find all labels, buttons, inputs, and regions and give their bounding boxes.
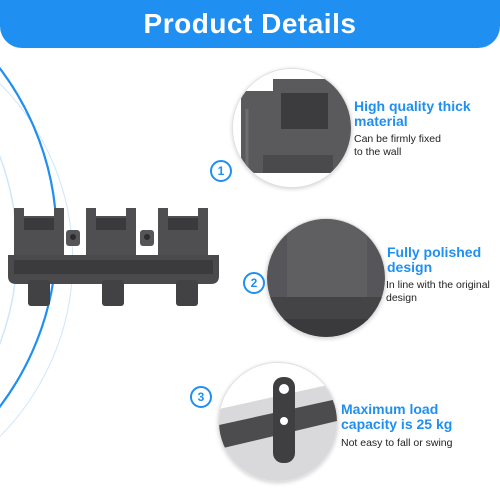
feature-description: Not easy to fall or swing	[341, 437, 453, 449]
detail-image-polished-design	[266, 218, 386, 338]
feature-description: In line with the original design	[386, 279, 490, 304]
feature-title: Maximum load capacity is 25 kg	[341, 401, 453, 432]
page-title: Product Details	[143, 8, 357, 39]
feature-number-3: 3	[190, 386, 212, 408]
feature-title: Fully polished design	[387, 244, 482, 275]
header-banner: Product Details	[0, 0, 500, 48]
feature-number-1: 1	[210, 160, 232, 182]
detail-image-load-capacity	[218, 362, 338, 482]
feature-description: Can be firmly fixed to the wall	[354, 133, 441, 158]
feature-title: High quality thick material	[354, 98, 471, 129]
feature-number-2: 2	[243, 272, 265, 294]
product-image	[8, 208, 219, 306]
detail-image-thick-material	[232, 68, 352, 188]
